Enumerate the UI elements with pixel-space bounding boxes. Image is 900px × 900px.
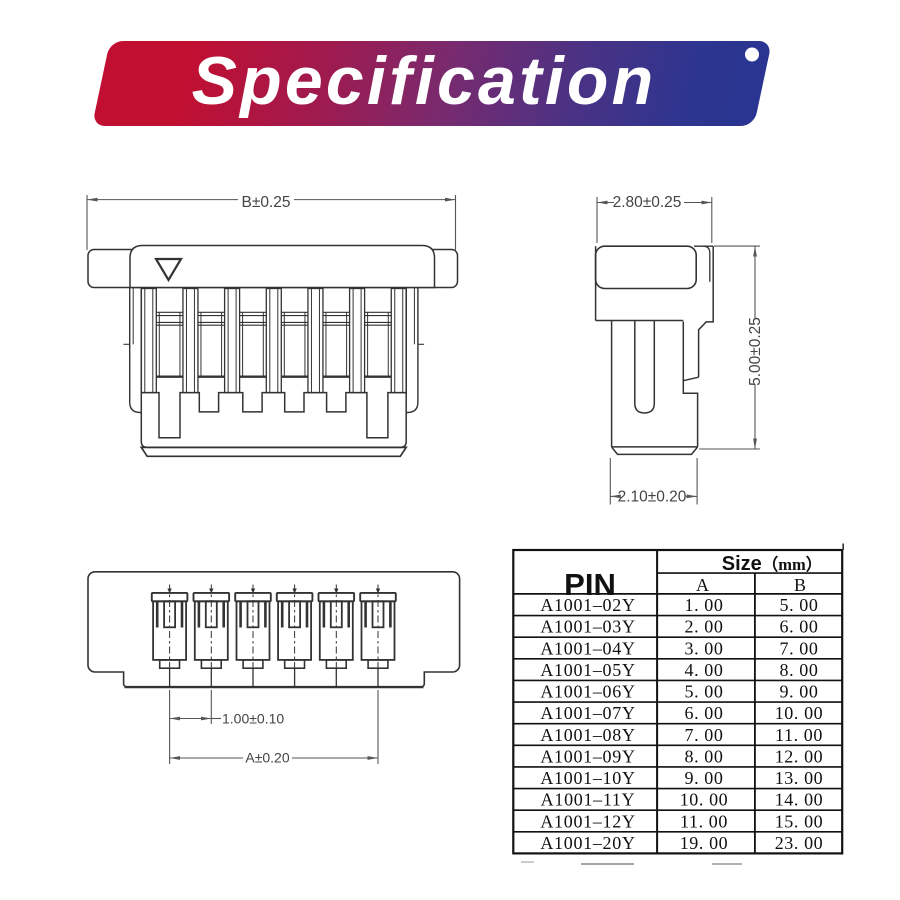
- svg-text:6. 00: 6. 00: [685, 703, 724, 723]
- svg-text:19. 00: 19. 00: [680, 833, 729, 853]
- svg-text:A1001–08Y: A1001–08Y: [540, 725, 635, 745]
- svg-text:2. 00: 2. 00: [685, 617, 724, 637]
- svg-text:PIN: PIN: [564, 567, 616, 602]
- svg-text:12. 00: 12. 00: [775, 746, 824, 766]
- svg-text:A1001–07Y: A1001–07Y: [540, 703, 635, 723]
- svg-text:A1001–05Y: A1001–05Y: [540, 660, 635, 680]
- svg-text:A1001–02Y: A1001–02Y: [540, 595, 635, 615]
- svg-text:14. 00: 14. 00: [775, 790, 824, 810]
- svg-text:1. 00: 1. 00: [685, 595, 724, 615]
- svg-text:4. 00: 4. 00: [685, 660, 724, 680]
- svg-text:A1001–20Y: A1001–20Y: [540, 833, 635, 853]
- svg-text:11. 00: 11. 00: [680, 811, 728, 831]
- svg-text:7. 00: 7. 00: [685, 725, 724, 745]
- svg-text:8. 00: 8. 00: [780, 660, 819, 680]
- svg-text:11. 00: 11. 00: [775, 725, 823, 745]
- svg-text:15. 00: 15. 00: [775, 811, 824, 831]
- svg-text:9. 00: 9. 00: [685, 768, 724, 788]
- svg-text:10. 00: 10. 00: [680, 790, 729, 810]
- svg-text:9. 00: 9. 00: [780, 682, 819, 702]
- svg-text:13. 00: 13. 00: [775, 768, 824, 788]
- svg-text:A1001–03Y: A1001–03Y: [540, 617, 635, 637]
- svg-text:1.00±0.10: 1.00±0.10: [222, 711, 284, 727]
- svg-text:10. 00: 10. 00: [775, 703, 824, 723]
- svg-text:B±0.25: B±0.25: [241, 194, 290, 211]
- svg-text:Size（mm）: Size（mm）: [722, 553, 823, 575]
- svg-text:B: B: [794, 575, 806, 595]
- svg-text:A1001–04Y: A1001–04Y: [540, 638, 635, 658]
- svg-text:2.80±0.25: 2.80±0.25: [613, 194, 682, 211]
- svg-text:23. 00: 23. 00: [775, 833, 824, 853]
- svg-text:5.00±0.25: 5.00±0.25: [747, 317, 764, 386]
- svg-text:A±0.20: A±0.20: [245, 750, 289, 766]
- svg-text:A1001–06Y: A1001–06Y: [540, 682, 635, 702]
- svg-text:A1001–09Y: A1001–09Y: [540, 746, 635, 766]
- svg-text:7. 00: 7. 00: [780, 638, 819, 658]
- svg-text:A: A: [696, 575, 709, 595]
- svg-text:A1001–10Y: A1001–10Y: [540, 768, 635, 788]
- svg-text:5. 00: 5. 00: [685, 682, 724, 702]
- svg-text:5. 00: 5. 00: [780, 595, 819, 615]
- svg-text:A1001–12Y: A1001–12Y: [540, 811, 635, 831]
- svg-text:2.10±0.20: 2.10±0.20: [618, 489, 687, 506]
- svg-text:3. 00: 3. 00: [685, 638, 724, 658]
- svg-text:Specification: Specification: [192, 43, 657, 119]
- svg-text:8. 00: 8. 00: [685, 746, 724, 766]
- svg-text:A1001–11Y: A1001–11Y: [541, 790, 636, 810]
- svg-text:6. 00: 6. 00: [780, 617, 819, 637]
